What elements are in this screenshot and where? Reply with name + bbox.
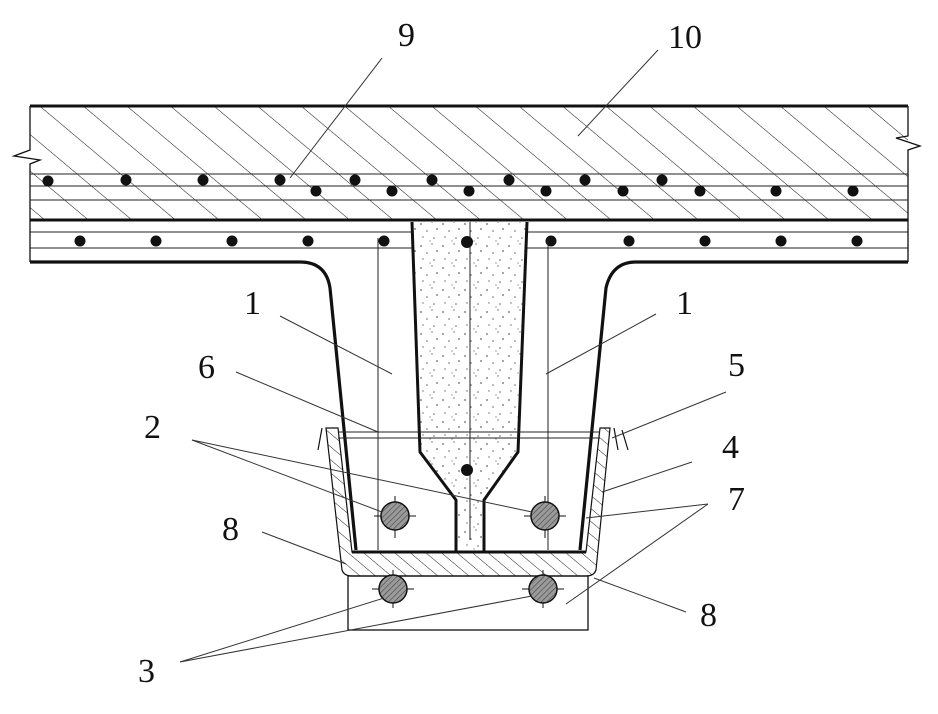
label-2: 2 (144, 409, 161, 446)
flange-rebar-row (74, 235, 863, 247)
label-3: 3 (138, 653, 155, 690)
label-8-left: 8 (222, 511, 239, 548)
slab-reinforcement (30, 173, 908, 201)
label-10: 10 (668, 19, 702, 56)
top-slab (11, 104, 923, 222)
label-1-right: 1 (676, 285, 693, 322)
label-6: 6 (198, 349, 215, 386)
label-7: 7 (728, 481, 745, 518)
callout-labels: 9 10 1 1 6 5 2 4 7 8 8 3 (138, 17, 745, 690)
label-1-left: 1 (244, 285, 261, 322)
label-5: 5 (728, 347, 745, 384)
label-8-right: 8 (700, 597, 717, 634)
flange-strip (29, 220, 909, 262)
steel-channel (317, 427, 629, 577)
leader-lines (179, 49, 727, 663)
grout-joint (410, 221, 529, 552)
label-9: 9 (398, 17, 415, 54)
bottom-plate (347, 570, 589, 631)
rib-web (30, 238, 908, 551)
rebar-pair-inside (374, 496, 566, 538)
slab-rebar-row-upper (42, 174, 668, 187)
slab-rebar-row-lower (310, 185, 859, 197)
label-4: 4 (722, 429, 739, 466)
